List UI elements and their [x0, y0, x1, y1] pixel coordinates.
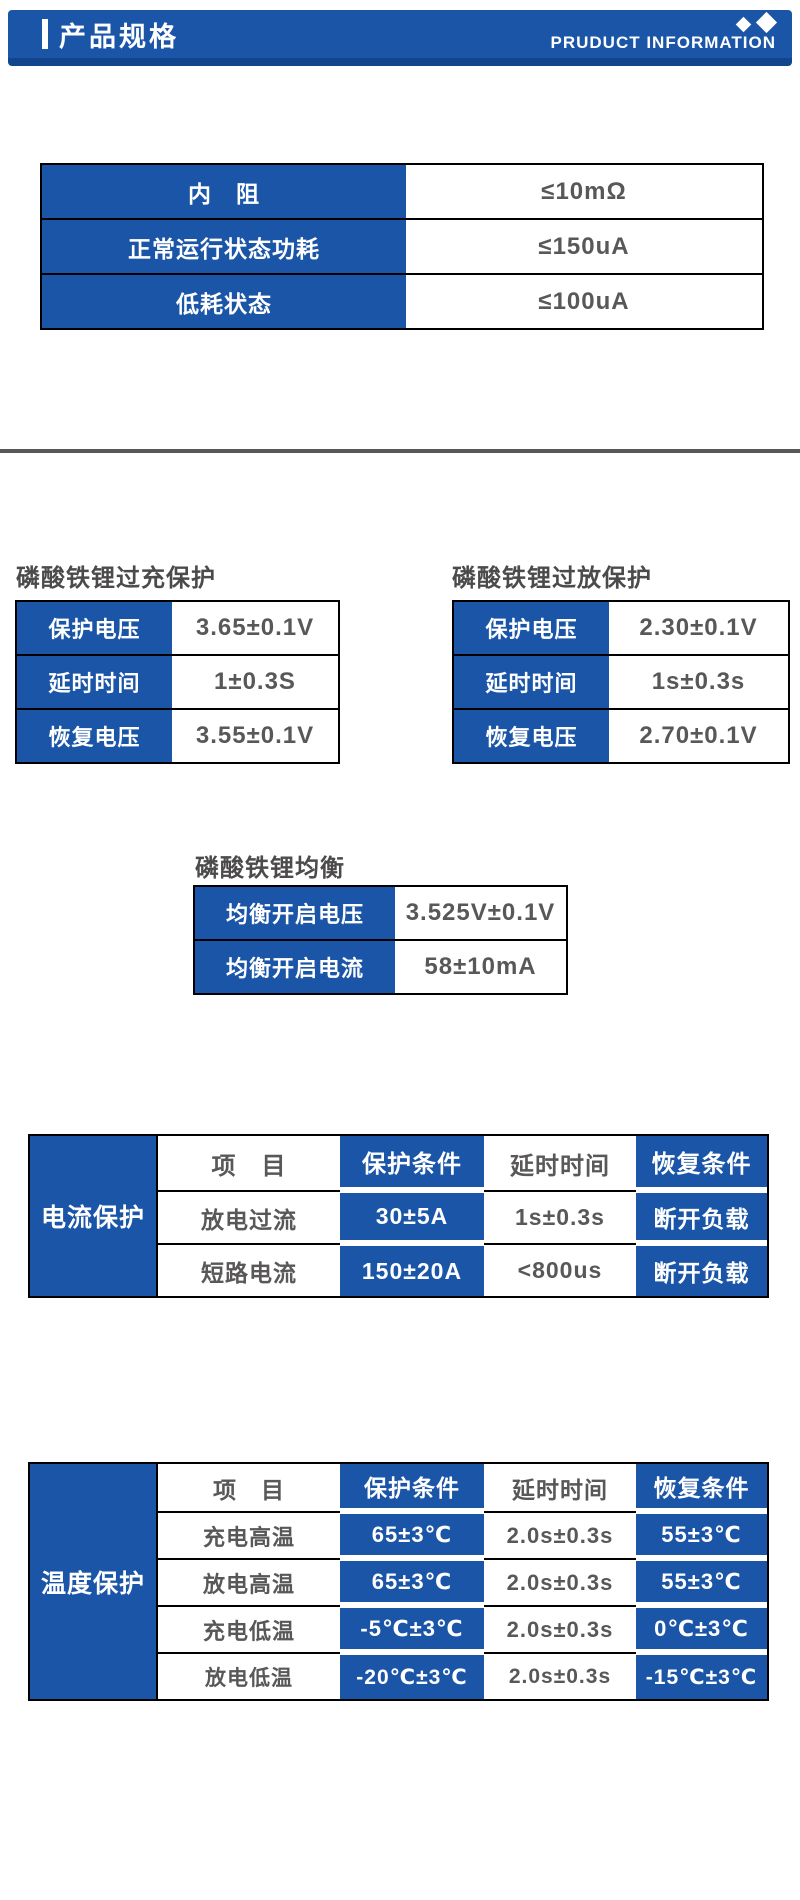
diamond-icons [735, 11, 778, 34]
table-cell: 2.0s±0.3s [484, 1605, 636, 1652]
table-row: 延时时间 1s±0.3s [454, 654, 788, 708]
current-table-category: 电流保护 [30, 1136, 158, 1296]
table-row: 正常运行状态功耗 ≤150uA [42, 218, 762, 273]
table-cell: 2.0s±0.3s [484, 1511, 636, 1558]
spec-label: 内 阻 [42, 165, 406, 218]
table-cell: 55±3℃ [636, 1511, 767, 1558]
title-tick-icon [42, 19, 48, 49]
table-cell: 65±3℃ [340, 1558, 484, 1605]
row-label: 保护电压 [17, 602, 172, 654]
column-header-recover: 恢复条件 [636, 1136, 767, 1190]
row-value: 1s±0.3s [651, 668, 746, 695]
spec-value: ≤10mΩ [541, 177, 627, 205]
table-cell: 55±3℃ [636, 1558, 767, 1605]
table-cell: 2.0s±0.3s [484, 1652, 636, 1699]
row-value: 3.55±0.1V [195, 722, 315, 749]
row-value: 2.70±0.1V [639, 722, 758, 749]
table-cell: -5℃±3℃ [340, 1605, 484, 1652]
overdischarge-table: 保护电压 2.30±0.1V 延时时间 1s±0.3s 恢复电压 2.70±0.… [452, 600, 790, 764]
table-row: 内 阻 ≤10mΩ [42, 165, 762, 218]
row-label: 延时时间 [454, 656, 609, 708]
table-cell: 65±3℃ [340, 1511, 484, 1558]
row-value: 3.525V±0.1V [405, 899, 556, 926]
table-cell: -20℃±3℃ [340, 1652, 484, 1699]
column-header-protect: 保护条件 [340, 1136, 484, 1190]
page-header: 产品规格 PRUDUCT INFORMATION [8, 10, 792, 66]
row-label: 恢复电压 [17, 710, 172, 762]
column-header-item: 项 目 [158, 1136, 340, 1190]
column-header-recover: 恢复条件 [636, 1464, 767, 1511]
column-header-item: 项 目 [158, 1464, 340, 1511]
current-protection-table: 电流保护 项 目 保护条件 延时时间 恢复条件 放电过流 30±5A 1s±0.… [28, 1134, 769, 1298]
table-cell: 断开负载 [636, 1243, 767, 1296]
table-row: 保护电压 2.30±0.1V [454, 602, 788, 654]
table-cell: 150±20A [340, 1243, 484, 1296]
spec-table: 内 阻 ≤10mΩ 正常运行状态功耗 ≤150uA 低耗状态 ≤100uA [40, 163, 764, 330]
row-label: 恢复电压 [454, 710, 609, 762]
header-title-group: 产品规格 [42, 10, 179, 58]
page-title: 产品规格 [59, 21, 179, 52]
row-value: 3.65±0.1V [195, 614, 315, 641]
table-row: 均衡开启电流 58±10mA [195, 939, 566, 993]
overdischarge-title: 磷酸铁锂过放保护 [452, 565, 652, 592]
row-label: 保护电压 [454, 602, 609, 654]
row-value: 58±10mA [424, 953, 537, 980]
temperature-table-category: 温度保护 [30, 1464, 158, 1699]
section-divider [0, 449, 800, 453]
table-cell: 短路电流 [158, 1243, 340, 1296]
table-row: 保护电压 3.65±0.1V [17, 602, 338, 654]
balance-title: 磷酸铁锂均衡 [195, 855, 345, 882]
overcharge-title: 磷酸铁锂过充保护 [16, 565, 216, 592]
balance-table: 均衡开启电压 3.525V±0.1V 均衡开启电流 58±10mA [193, 885, 568, 995]
diamond-large-icon [755, 11, 778, 34]
table-cell: <800us [484, 1243, 636, 1296]
spec-label: 正常运行状态功耗 [42, 220, 406, 273]
table-cell: 30±5A [340, 1190, 484, 1243]
table-row: 延时时间 1±0.3S [17, 654, 338, 708]
spec-value: ≤100uA [538, 287, 630, 315]
spec-value: ≤150uA [538, 232, 630, 260]
table-cell: 充电低温 [158, 1605, 340, 1652]
diamond-small-icon [735, 16, 752, 33]
table-cell: 断开负载 [636, 1190, 767, 1243]
table-cell: 放电高温 [158, 1558, 340, 1605]
overcharge-table: 保护电压 3.65±0.1V 延时时间 1±0.3S 恢复电压 3.55±0.1… [15, 600, 340, 764]
row-label: 延时时间 [17, 656, 172, 708]
table-cell: 充电高温 [158, 1511, 340, 1558]
table-cell: 2.0s±0.3s [484, 1558, 636, 1605]
table-cell: 放电过流 [158, 1190, 340, 1243]
column-header-protect: 保护条件 [340, 1464, 484, 1511]
table-row: 恢复电压 3.55±0.1V [17, 708, 338, 762]
table-cell: -15℃±3℃ [636, 1652, 767, 1699]
row-value: 1±0.3S [214, 668, 296, 695]
column-header-delay: 延时时间 [484, 1136, 636, 1190]
header-underline-strip [8, 58, 792, 66]
row-label: 均衡开启电流 [195, 941, 395, 993]
page-subtitle: PRUDUCT INFORMATION [550, 33, 776, 52]
row-label: 均衡开启电压 [195, 887, 395, 939]
table-row: 低耗状态 ≤100uA [42, 273, 762, 328]
table-cell: 1s±0.3s [484, 1190, 636, 1243]
table-row: 恢复电压 2.70±0.1V [454, 708, 788, 762]
header-bar: 产品规格 PRUDUCT INFORMATION [8, 10, 792, 58]
temperature-protection-table: 温度保护 项 目 保护条件 延时时间 恢复条件 充电高温 65±3℃ 2.0s±… [28, 1462, 769, 1701]
table-row: 均衡开启电压 3.525V±0.1V [195, 887, 566, 939]
table-cell: 0℃±3℃ [636, 1605, 767, 1652]
row-value: 2.30±0.1V [639, 614, 758, 641]
column-header-delay: 延时时间 [484, 1464, 636, 1511]
table-cell: 放电低温 [158, 1652, 340, 1699]
spec-label: 低耗状态 [42, 275, 406, 328]
